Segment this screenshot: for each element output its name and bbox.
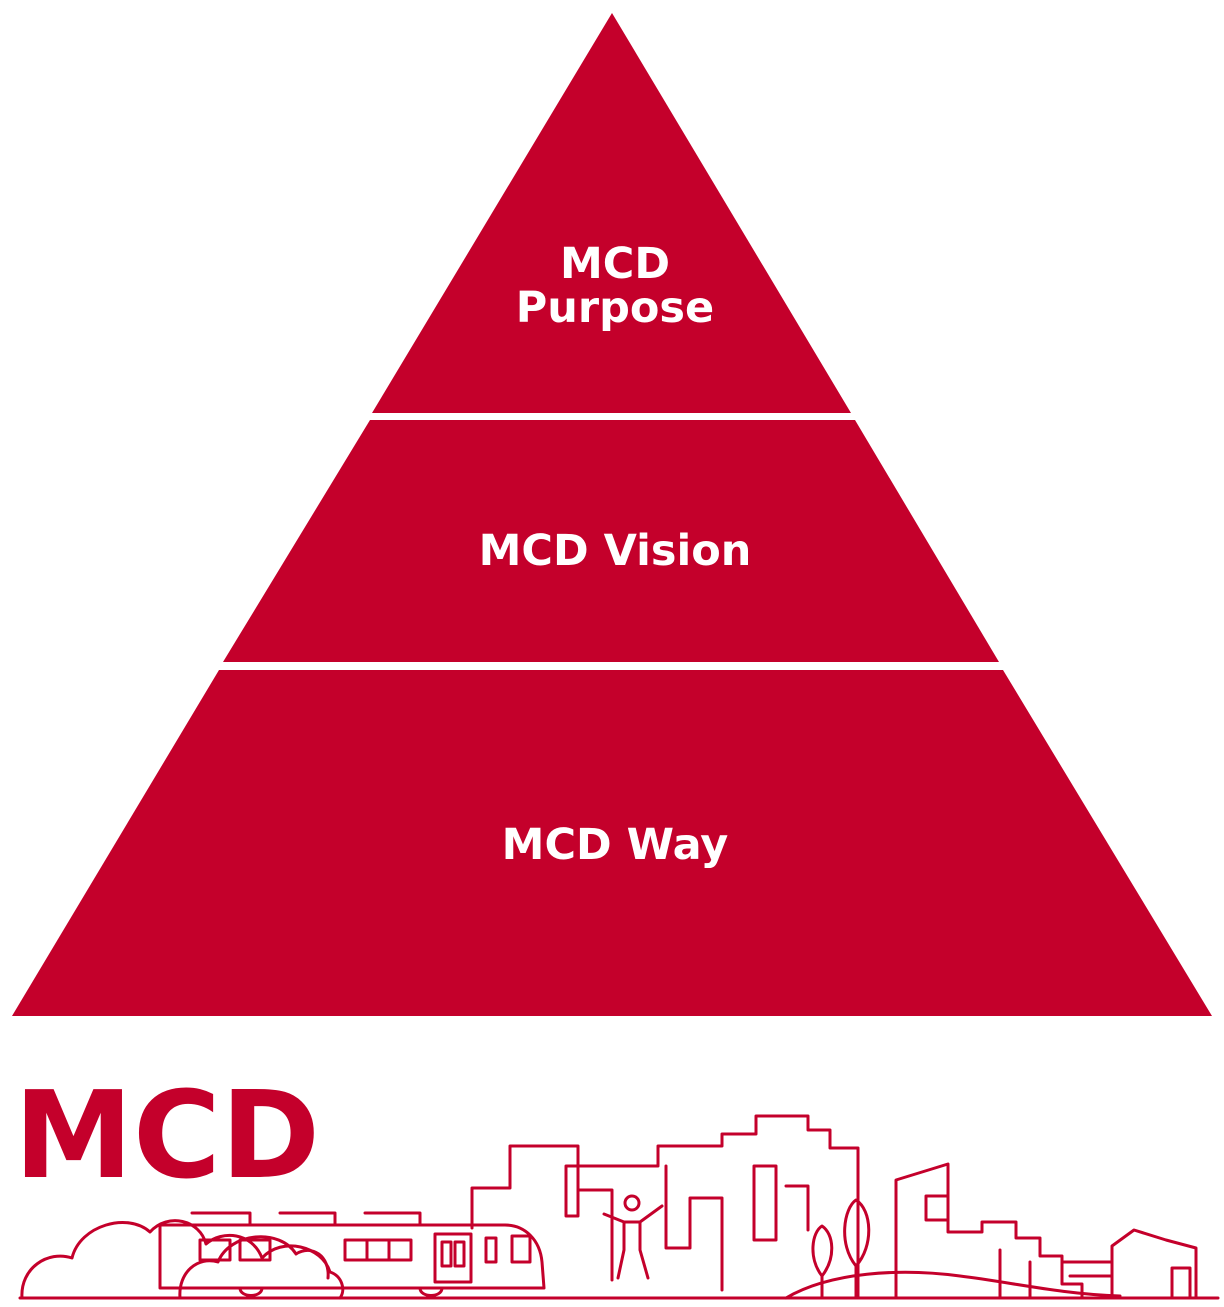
cityscape-illustration [18,1114,1220,1300]
building-outline [576,1164,724,1292]
tier-purpose [372,13,851,413]
cloud-icon [178,1235,330,1300]
tier-purpose-label-line2: Purpose [516,283,714,333]
tree-icon [811,1198,871,1300]
building-outline [1060,1260,1114,1278]
tier-purpose-label-line1: MCD [560,239,670,289]
tier-vision [223,420,999,662]
building-outline [1110,1228,1198,1300]
tier-vision-label: MCD Vision [479,526,752,576]
building-outline [752,1164,810,1242]
tier-way [12,670,1212,1016]
train-icon [158,1211,546,1297]
brand-logo-text: MCD [14,1067,320,1206]
hill-line [784,1270,1122,1300]
person-icon [602,1194,664,1280]
tier-way-label: MCD Way [502,820,729,870]
building-outline [470,1114,860,1300]
building-outline [894,1162,1084,1300]
pyramid: MCD Purpose MCD Vision MCD Way [12,13,1212,1016]
cloud-icon [20,1219,345,1300]
building-outline [924,1194,1032,1300]
